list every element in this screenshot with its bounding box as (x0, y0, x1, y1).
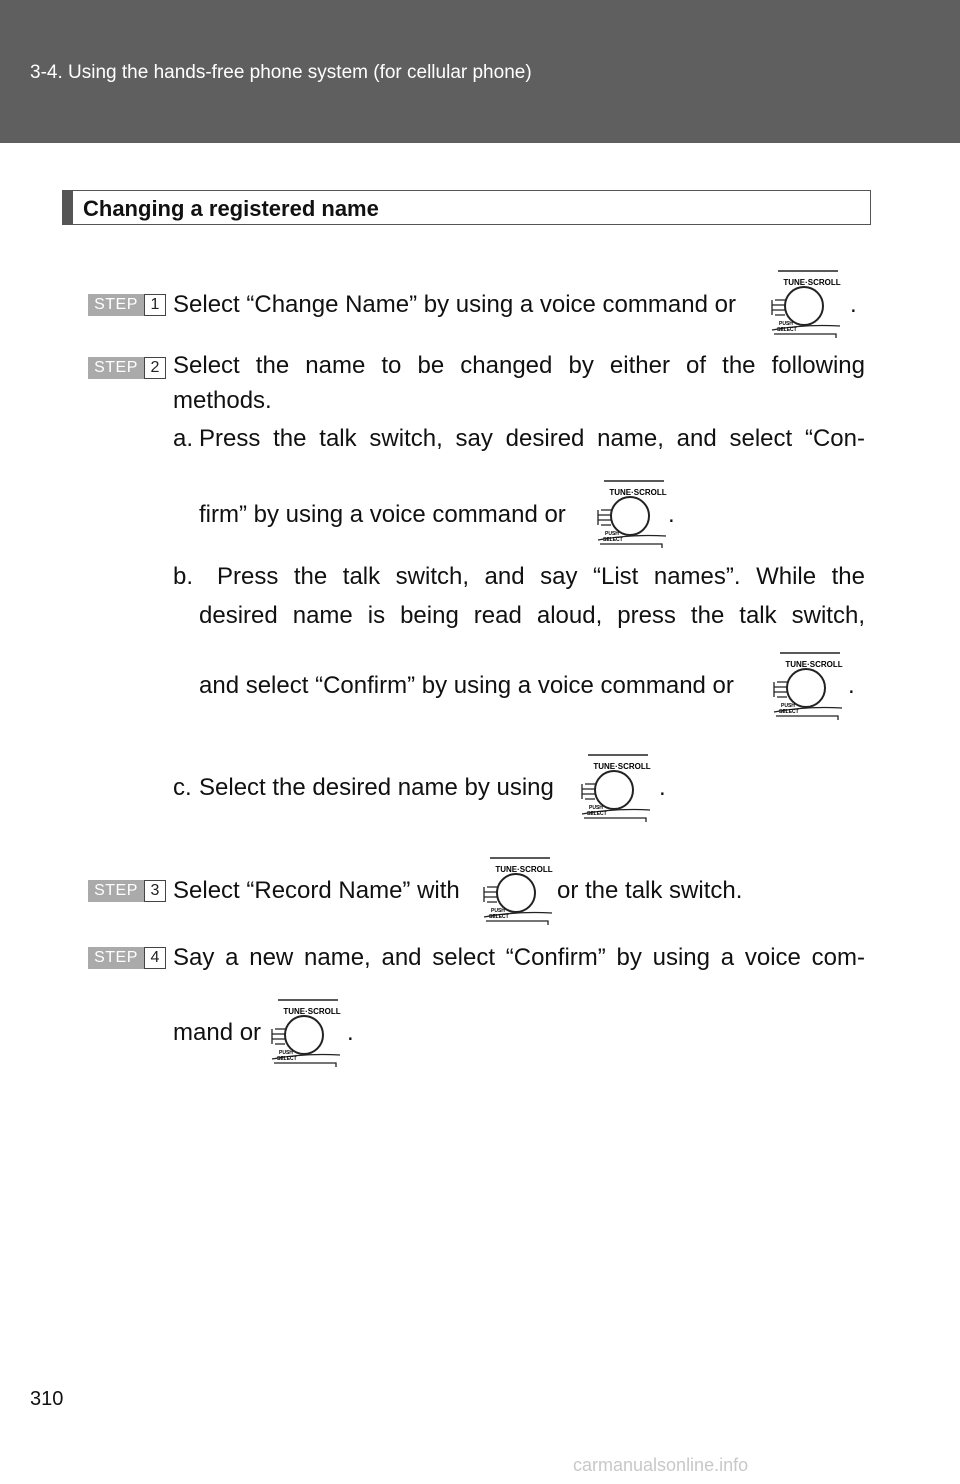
knob-push-label: PUSH (779, 321, 793, 327)
step-number: 1 (144, 294, 166, 316)
knob-push-label: PUSH (781, 703, 795, 709)
method-b-marker: b. (173, 563, 194, 590)
tune-scroll-knob-icon: TUNE·SCROLL PUSH SELECT (764, 268, 846, 340)
page-header: 3-4. Using the hands-free phone system (… (0, 0, 960, 143)
knob-push-label: PUSH (279, 1050, 293, 1056)
step-word: STEP (88, 294, 144, 316)
step-2-line-1: Select the name to be changed by either … (173, 352, 865, 379)
step-2-line-2: methods. (173, 387, 272, 414)
method-b-line-3: and select “Confirm” by using a voice co… (199, 672, 734, 699)
section-heading: Changing a registered name (62, 190, 871, 225)
knob-push-label: PUSH (491, 908, 505, 914)
step-2-badge: STEP 2 (88, 357, 166, 379)
step-4-line-2: mand or (173, 1019, 262, 1046)
knob-label: TUNE·SCROLL (593, 762, 650, 771)
step-number: 4 (144, 947, 166, 969)
knob-push-label: PUSH (605, 531, 619, 537)
method-c-marker: c. (173, 774, 192, 801)
step-word: STEP (88, 947, 144, 969)
step-word: STEP (88, 880, 144, 902)
step-3-text-after: or the talk switch. (557, 877, 743, 904)
method-c-period: . (659, 774, 666, 801)
tune-scroll-knob-icon: TUNE·SCROLL PUSH SELECT (590, 478, 672, 550)
knob-select-label: SELECT (489, 914, 509, 920)
knob-select-label: SELECT (587, 811, 607, 817)
step-4-badge: STEP 4 (88, 947, 166, 969)
knob-select-label: SELECT (277, 1056, 297, 1062)
step-1-text: Select “Change Name” by using a voice co… (173, 291, 736, 318)
heading-title: Changing a registered name (83, 196, 379, 221)
page-number: 310 (30, 1388, 64, 1410)
tune-scroll-knob-icon: TUNE·SCROLL PUSH SELECT (264, 997, 346, 1069)
watermark: carmanualsonline.info (573, 1455, 749, 1475)
knob-push-label: PUSH (589, 805, 603, 811)
step-1-period: . (850, 291, 857, 318)
step-word: STEP (88, 357, 144, 379)
knob-label: TUNE·SCROLL (609, 488, 666, 497)
knob-label: TUNE·SCROLL (283, 1007, 340, 1016)
tune-scroll-knob-icon: TUNE·SCROLL PUSH SELECT (766, 650, 848, 722)
knob-select-label: SELECT (777, 327, 797, 333)
tune-scroll-knob-icon: TUNE·SCROLL PUSH SELECT (574, 752, 656, 824)
step-4-period: . (347, 1019, 354, 1046)
section-title: 3-4. Using the hands-free phone system (… (30, 62, 532, 83)
method-b-period: . (848, 672, 855, 699)
knob-label: TUNE·SCROLL (783, 278, 840, 287)
method-c-text: Select the desired name by using (199, 774, 554, 801)
step-3-badge: STEP 3 (88, 880, 166, 902)
tune-scroll-knob-icon: TUNE·SCROLL PUSH SELECT (476, 855, 558, 927)
heading-bar (63, 191, 73, 224)
step-3-text-before: Select “Record Name” with (173, 877, 460, 904)
step-1-badge: STEP 1 (88, 294, 166, 316)
step-4-line-1: Say a new name, and select “Confirm” by … (173, 944, 865, 971)
step-number: 2 (144, 357, 166, 379)
method-a-line-2: firm” by using a voice command or (199, 501, 566, 528)
method-b-line-1: Press the talk switch, and say “List nam… (217, 563, 865, 590)
knob-select-label: SELECT (779, 709, 799, 715)
method-a-line-1: Press the talk switch, say desired name,… (199, 425, 865, 452)
knob-select-label: SELECT (603, 537, 623, 543)
method-b-line-2: desired name is being read aloud, press … (199, 602, 865, 629)
knob-label: TUNE·SCROLL (495, 865, 552, 874)
method-a-period: . (668, 501, 675, 528)
method-a-marker: a. (173, 425, 194, 452)
knob-label: TUNE·SCROLL (785, 660, 842, 669)
step-number: 3 (144, 880, 166, 902)
